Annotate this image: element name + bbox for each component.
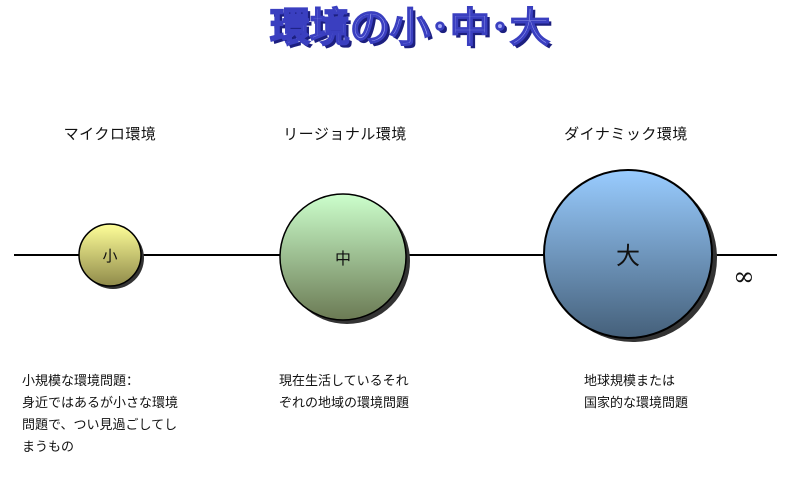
description-dynamic: 地球規模または 国家的な環境問題	[584, 374, 689, 411]
label-micro-environment: マイクロ環境	[63, 125, 157, 143]
title-graphic: 環境の小･中･大 環境の小･中･大	[269, 4, 553, 54]
label-regional-environment: リージョナル環境	[283, 125, 407, 143]
description-micro: 小規模な環境問題： 身近ではあるが小さな環境 問題で、つい見過ごしてし まうもの	[22, 374, 179, 455]
title-text: 環境の小･中･大	[270, 5, 550, 51]
label-dynamic-environment: ダイナミック環境	[564, 125, 688, 143]
large-circle	[543, 169, 713, 339]
title-shadow: 環境の小･中･大	[273, 8, 553, 54]
medium-circle	[279, 193, 407, 321]
medium-circle-label: 中	[335, 249, 351, 268]
page-title: 環境の小･中･大 環境の小･中･大	[0, 2, 799, 54]
small-circle-label: 小	[102, 247, 117, 265]
description-regional: 現在生活しているそれ ぞれの地域の環境問題	[279, 374, 410, 411]
small-circle	[78, 223, 142, 287]
large-circle-label: 大	[616, 242, 640, 270]
infinity-symbol: ∞	[733, 262, 755, 292]
